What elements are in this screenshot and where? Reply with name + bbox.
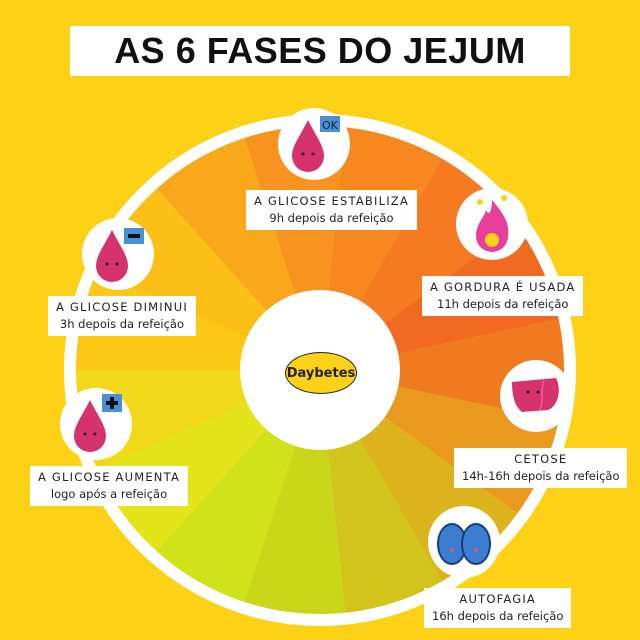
svg-text:OK: OK bbox=[322, 119, 339, 132]
blood-drop-minus-icon bbox=[96, 228, 144, 282]
phase-title: A GLICOSE AUMENTA bbox=[38, 470, 181, 484]
phase-time: 14h-16h depois da refeição bbox=[462, 469, 620, 483]
phase-label-aumenta: A GLICOSE AUMENTA logo após a refeição bbox=[30, 466, 189, 506]
phase-title: CETOSE bbox=[514, 452, 568, 466]
bubble-aumenta bbox=[60, 388, 132, 460]
phase-title: A GLICOSE ESTABILIZA bbox=[254, 194, 409, 208]
logo-text: Daybetes bbox=[286, 365, 356, 381]
bubble-diminui bbox=[82, 218, 154, 290]
phase-label-cetose: CETOSE 14h-16h depois da refeição bbox=[454, 448, 628, 488]
phase-label-estabiliza: A GLICOSE ESTABILIZA 9h depois da refeiç… bbox=[246, 190, 417, 230]
title-banner: AS 6 FASES DO JEJUM bbox=[70, 26, 570, 76]
brand-logo: Daybetes bbox=[285, 352, 357, 394]
phase-time: 16h depois da refeição bbox=[432, 609, 564, 623]
phase-title: AUTOFAGIA bbox=[459, 592, 536, 606]
bubble-estabiliza: OK bbox=[278, 108, 350, 180]
cell-icon bbox=[437, 523, 491, 565]
page-title: AS 6 FASES DO JEJUM bbox=[114, 30, 526, 71]
flame-icon bbox=[476, 195, 509, 252]
phase-time: logo após a refeição bbox=[50, 487, 168, 501]
blood-drop-ok-icon: OK bbox=[292, 116, 340, 172]
bubble-autofagia bbox=[428, 506, 500, 578]
phase-label-diminui: A GLICOSE DIMINUI 3h depois da refeição bbox=[48, 296, 196, 336]
phase-time: 11h depois da refeição bbox=[437, 297, 569, 311]
phase-label-gordura: A GORDURA É USADA 11h depois da refeição bbox=[422, 276, 584, 316]
bubble-gordura bbox=[456, 188, 528, 260]
bubble-cetose bbox=[500, 360, 572, 432]
blood-drop-plus-icon bbox=[74, 394, 122, 452]
liver-icon bbox=[512, 378, 559, 412]
phase-time: 9h depois da refeição bbox=[269, 211, 394, 225]
phase-title: A GORDURA É USADA bbox=[430, 280, 576, 294]
phase-title: A GLICOSE DIMINUI bbox=[56, 300, 188, 314]
phase-time: 3h depois da refeição bbox=[59, 317, 184, 331]
phase-label-autofagia: AUTOFAGIA 16h depois da refeição bbox=[424, 588, 572, 628]
